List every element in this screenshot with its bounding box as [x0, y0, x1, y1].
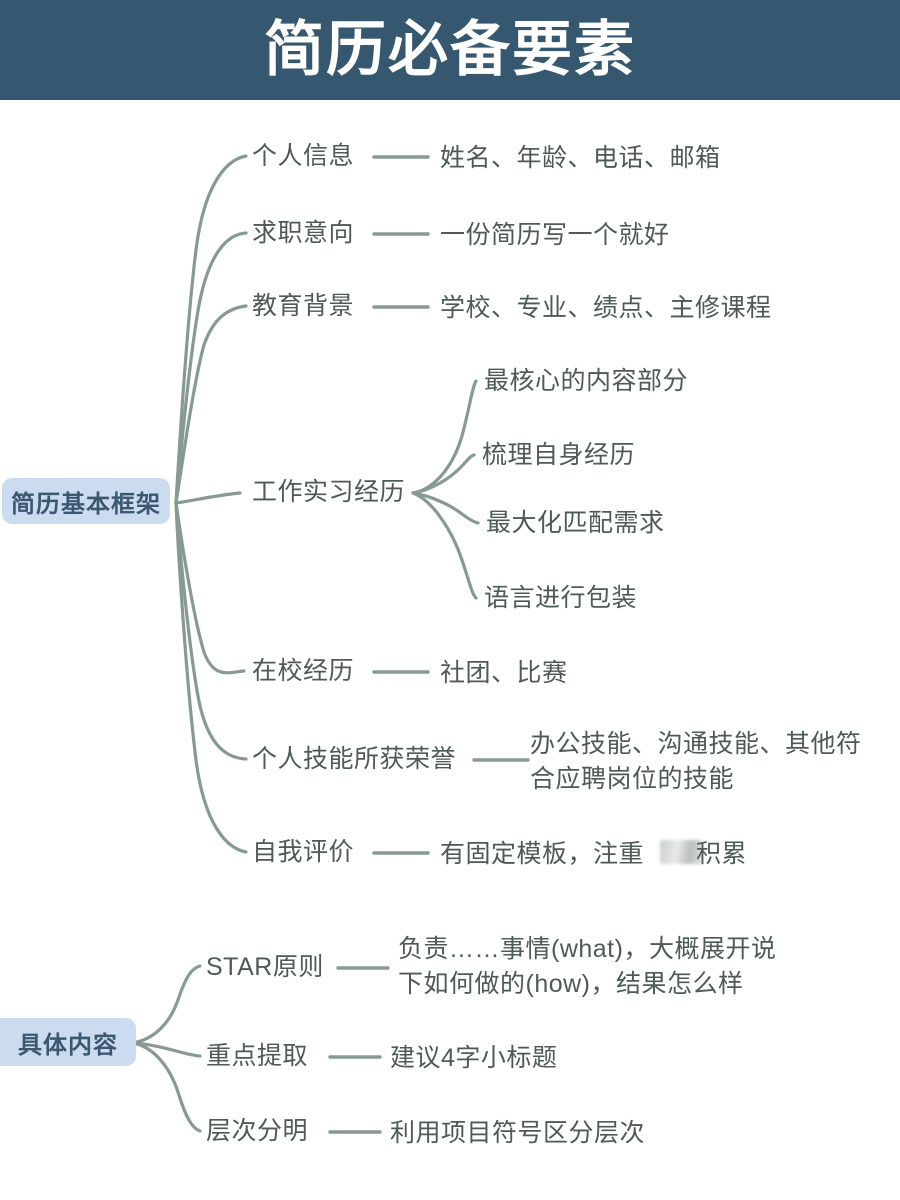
branch-label-work-experience[interactable]: 工作实习经历 [252, 478, 406, 506]
page-title: 简历必备要素 [264, 16, 636, 83]
branch-label-skills-honors[interactable]: 个人技能所获荣誉 [252, 745, 457, 773]
wire-self-evaluation [174, 501, 248, 854]
root-node-specific-content[interactable]: 具体内容 [0, 1018, 136, 1066]
sub-label-organize-experience[interactable]: 梳理自身经历 [482, 441, 636, 469]
header-banner: 简历必备要素 [0, 0, 900, 100]
wire-sub-core-content [411, 379, 478, 495]
detail-skills-honors: 办公技能、沟通技能、其他符 合应聘岗位的技能 [530, 730, 862, 793]
branch-label-personal-info[interactable]: 个人信息 [252, 142, 355, 170]
branch-label-job-intent[interactable]: 求职意向 [252, 219, 355, 247]
detail-star-principle: 负责……事情(what)，大概展开说 下如何做的(how)，结果怎么样 [398, 935, 777, 998]
detail-key-extraction: 建议4字小标题 [390, 1044, 558, 1072]
wire-sub-language-packaging [411, 491, 478, 600]
wire-clear-hierarchy [131, 1041, 202, 1133]
detail-job-intent: 一份简历写一个就好 [440, 221, 670, 249]
root-node-resume-framework[interactable]: 简历基本框架 [2, 478, 170, 524]
wire-sub-match-requirements [411, 491, 480, 525]
wire-sub-organize-experience [411, 453, 476, 495]
detail-campus-experience: 社团、比赛 [440, 659, 568, 687]
wire-work-experience [174, 491, 242, 505]
wire-key-extraction [131, 1041, 202, 1058]
wire-personal-info [174, 154, 248, 505]
sub-label-language-packaging[interactable]: 语言进行包装 [484, 584, 638, 612]
branch-label-clear-hierarchy[interactable]: 层次分明 [206, 1117, 309, 1145]
branch-label-campus-experience[interactable]: 在校经历 [252, 657, 355, 685]
detail-clear-hierarchy: 利用项目符号区分层次 [390, 1119, 646, 1147]
sub-label-core-content[interactable]: 最核心的内容部分 [484, 367, 689, 395]
redaction-patch [660, 840, 702, 864]
wire-education [174, 304, 248, 505]
sub-label-match-requirements[interactable]: 最大化匹配需求 [486, 509, 665, 537]
detail-personal-info: 姓名、年龄、电话、邮箱 [440, 144, 721, 172]
wire-skills-honors [174, 501, 248, 761]
detail-education: 学校、专业、绩点、主修课程 [440, 294, 772, 322]
branch-label-education[interactable]: 教育背景 [252, 292, 355, 320]
wire-job-intent [174, 231, 248, 505]
branch-label-self-evaluation[interactable]: 自我评价 [252, 838, 355, 866]
wire-star-principle [131, 964, 202, 1045]
branch-label-key-extraction[interactable]: 重点提取 [206, 1042, 309, 1070]
detail-self-evaluation-after: 积累 [696, 840, 748, 868]
detail-self-evaluation-before: 有固定模板，注重 [440, 840, 645, 868]
branch-label-star-principle[interactable]: STAR原则 [206, 953, 324, 981]
wire-campus-experience [174, 501, 246, 675]
